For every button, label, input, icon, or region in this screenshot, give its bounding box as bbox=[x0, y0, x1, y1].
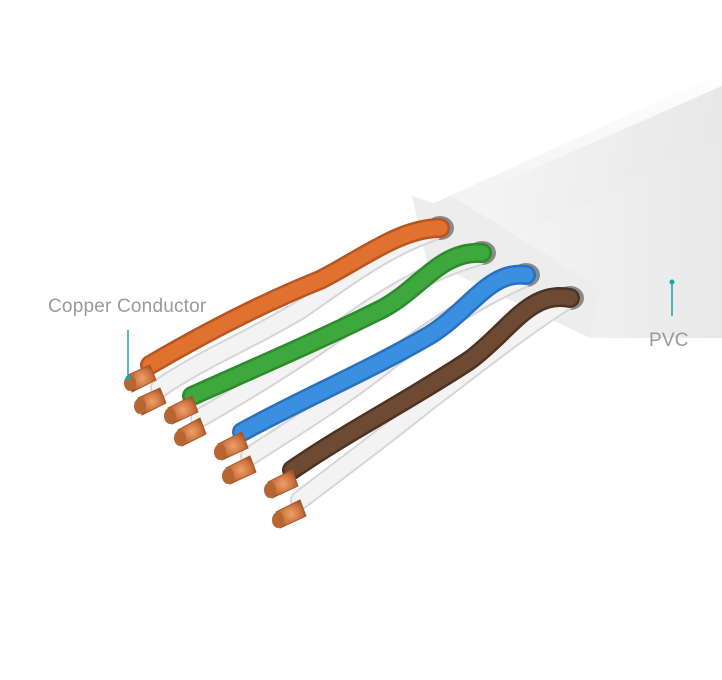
orange-wire bbox=[140, 218, 450, 375]
copper-conductors bbox=[124, 364, 307, 529]
brown-wire bbox=[282, 287, 580, 480]
green-wire bbox=[182, 242, 492, 406]
copper-conductor-label: Copper Conductor bbox=[48, 296, 207, 317]
copper-callout-line bbox=[125, 330, 131, 381]
pvc-label: PVC bbox=[649, 330, 689, 351]
blue-wire bbox=[232, 264, 536, 442]
pvc-callout-line bbox=[669, 279, 675, 316]
